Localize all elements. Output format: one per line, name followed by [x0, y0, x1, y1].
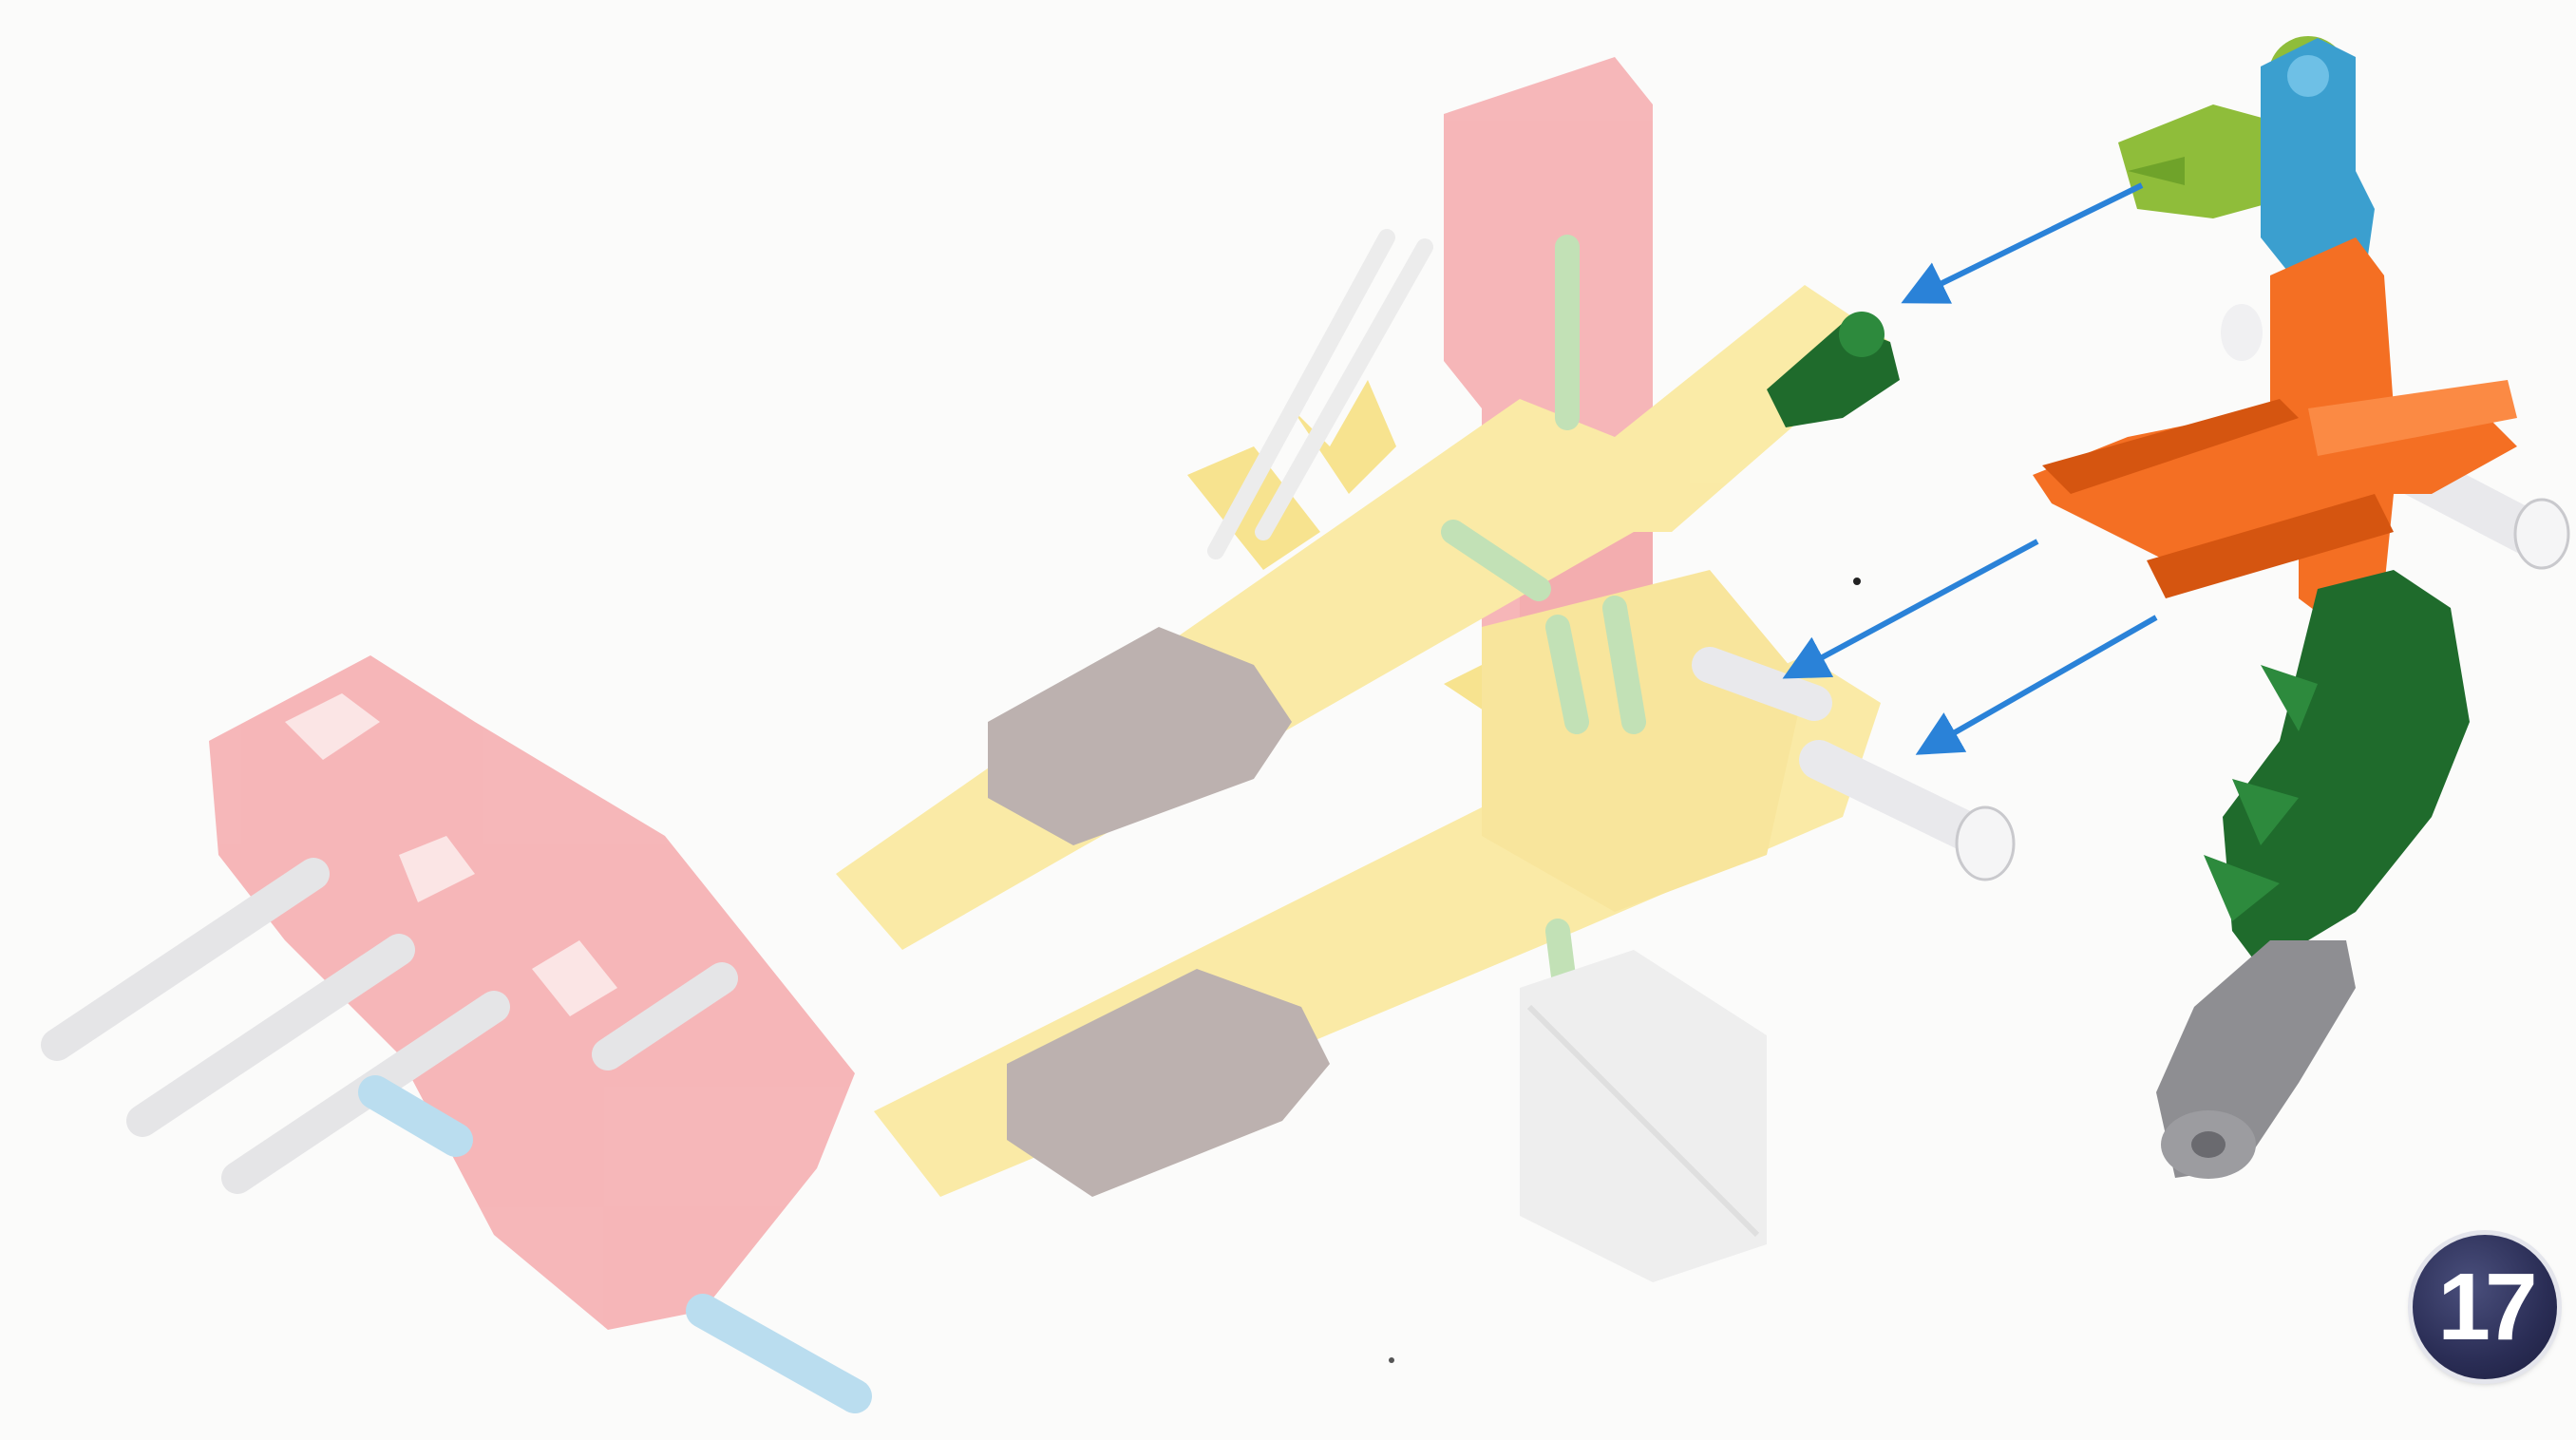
arrow-icon — [1909, 185, 2142, 299]
orange-connector — [2033, 237, 2517, 627]
arrow-icon — [1790, 541, 2037, 674]
ghost-assembly — [57, 57, 1890, 1396]
ghost-white-base — [1520, 950, 1767, 1282]
new-parts-assembly — [1710, 36, 2568, 1179]
gray-end-connector — [2156, 940, 2356, 1179]
step-number-badge: 17 — [2413, 1235, 2557, 1379]
arrow-icon — [1923, 617, 2156, 750]
step-number: 17 — [2437, 1260, 2531, 1355]
ghost-yellow-hub — [1482, 570, 1805, 912]
speck — [1389, 1357, 1394, 1363]
speck — [1853, 578, 1861, 585]
dark-green-bent-connector — [2204, 570, 2470, 969]
